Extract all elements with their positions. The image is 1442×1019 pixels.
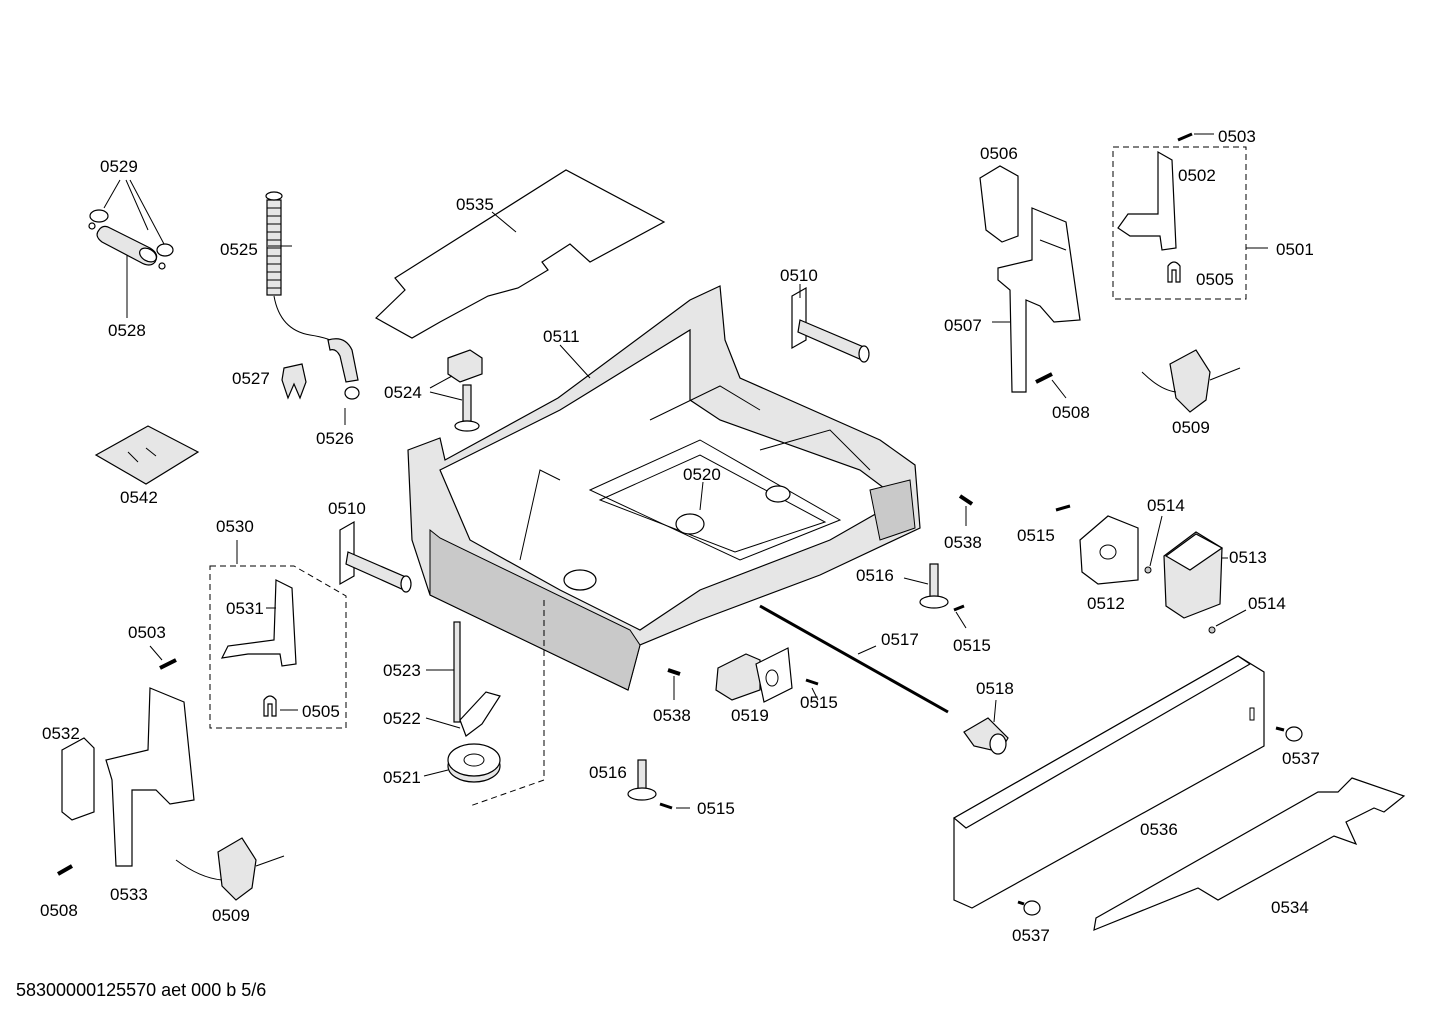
callout-0531: 0531 <box>226 599 264 618</box>
part-0519-valve <box>715 647 793 703</box>
drawing-reference-number: 58300000125570 aet 000 b 5/6 <box>16 980 267 1000</box>
part-0523-rod <box>453 621 461 723</box>
callout-0525: 0525 <box>220 240 258 259</box>
part-0510-spring-top <box>791 286 870 363</box>
part-0533-bracket <box>105 687 195 867</box>
part-0513-cover <box>1163 531 1224 619</box>
callout-0518: 0518 <box>976 679 1014 698</box>
part-0502-bracket <box>1117 150 1177 251</box>
callout-0508-bottom: 0508 <box>40 901 78 920</box>
part-0503-screw-bottom <box>159 658 177 670</box>
part-0507-bracket <box>997 207 1081 393</box>
part-0522-lever <box>459 691 501 737</box>
part-0512-housing <box>1079 515 1139 585</box>
part-0516-screw-right <box>919 563 949 609</box>
callout-0505-bottom: 0505 <box>302 702 340 721</box>
part-0538-screw-right <box>958 494 974 526</box>
callout-0527: 0527 <box>232 369 270 388</box>
part-0506-clip <box>979 165 1019 243</box>
part-0508-screw-bottom <box>57 864 73 876</box>
part-0542-screw-bag <box>94 425 200 485</box>
callout-0502: 0502 <box>1178 166 1216 185</box>
callout-0515-b: 0515 <box>953 636 991 655</box>
callout-0515-c: 0515 <box>800 693 838 712</box>
callout-0534: 0534 <box>1271 898 1309 917</box>
callout-0514-top: 0514 <box>1147 496 1185 515</box>
part-0534-strip <box>1093 777 1406 931</box>
callout-0516-center: 0516 <box>589 763 627 782</box>
part-0505-clip-top <box>1167 261 1181 283</box>
callout-0523: 0523 <box>383 661 421 680</box>
callout-0533: 0533 <box>110 885 148 904</box>
callout-0532: 0532 <box>42 724 80 743</box>
part-0538-screw-center <box>667 668 681 700</box>
part-0527-clip <box>281 363 307 400</box>
callout-0524: 0524 <box>384 383 422 402</box>
callout-0509-bottom: 0509 <box>212 906 250 925</box>
part-0531-bracket <box>220 579 297 667</box>
callout-0542: 0542 <box>120 488 158 507</box>
callout-0515-a: 0515 <box>1017 526 1055 545</box>
callout-0538-center: 0538 <box>653 706 691 725</box>
part-0509-sensor-bottom <box>175 837 285 901</box>
callout-0522: 0522 <box>383 709 421 728</box>
callout-0538-right: 0538 <box>944 533 982 552</box>
part-0535-cover-panel <box>375 169 666 339</box>
part-0517-rod <box>759 604 949 714</box>
callout-0510-top: 0510 <box>780 266 818 285</box>
callout-0530: 0530 <box>216 517 254 536</box>
part-0524-block-screw <box>447 349 483 432</box>
callout-0508-top: 0508 <box>1052 403 1090 422</box>
part-0516-screw-center <box>627 759 657 801</box>
callout-0510-bottom: 0510 <box>328 499 366 518</box>
callout-0521: 0521 <box>383 768 421 787</box>
callout-0537-right: 0537 <box>1282 749 1320 768</box>
callout-0506: 0506 <box>980 144 1018 163</box>
part-0536-front-panel <box>952 655 1265 909</box>
callout-0517: 0517 <box>881 630 919 649</box>
callout-0503-bottom: 0503 <box>128 623 166 642</box>
callout-0501: 0501 <box>1276 240 1314 259</box>
callout-0526: 0526 <box>316 429 354 448</box>
group-0530-box <box>209 565 347 729</box>
callout-0528: 0528 <box>108 321 146 340</box>
callout-0516-right: 0516 <box>856 566 894 585</box>
callout-0529: 0529 <box>100 157 138 176</box>
group-0501-box <box>1112 146 1247 300</box>
part-0521-wheel <box>447 743 501 783</box>
callout-0537-bottom: 0537 <box>1012 926 1050 945</box>
part-0518-knob <box>963 717 1009 755</box>
callout-0535: 0535 <box>456 195 494 214</box>
callout-0513: 0513 <box>1229 548 1267 567</box>
part-0505-clip-bottom <box>263 695 277 717</box>
part-0510-spring-bottom <box>339 520 412 593</box>
part-0528-hose <box>88 209 174 270</box>
callout-0509-top: 0509 <box>1172 418 1210 437</box>
part-0515-screws <box>659 504 1071 810</box>
part-0537-screw-bottom <box>1017 900 1041 916</box>
callout-0505-top: 0505 <box>1196 270 1234 289</box>
callout-0519: 0519 <box>731 706 769 725</box>
part-0514-screws <box>1144 515 1247 634</box>
callout-0503-top: 0503 <box>1218 127 1256 146</box>
part-0537-screw-right <box>1275 726 1303 742</box>
callout-0512: 0512 <box>1087 594 1125 613</box>
part-0525-tube <box>265 191 360 400</box>
part-0508-screw-top <box>1035 372 1067 399</box>
part-0511-base-frame <box>407 285 921 691</box>
callout-0507: 0507 <box>944 316 982 335</box>
callout-0515-d: 0515 <box>697 799 735 818</box>
callout-0511: 0511 <box>543 327 580 346</box>
callout-0514-bottom: 0514 <box>1248 594 1286 613</box>
part-0509-sensor-top <box>1141 349 1241 413</box>
callout-0520: 0520 <box>683 465 721 484</box>
part-0503-screw-top <box>1177 132 1214 142</box>
callout-0536: 0536 <box>1140 820 1178 839</box>
part-0532-cover <box>61 737 95 821</box>
